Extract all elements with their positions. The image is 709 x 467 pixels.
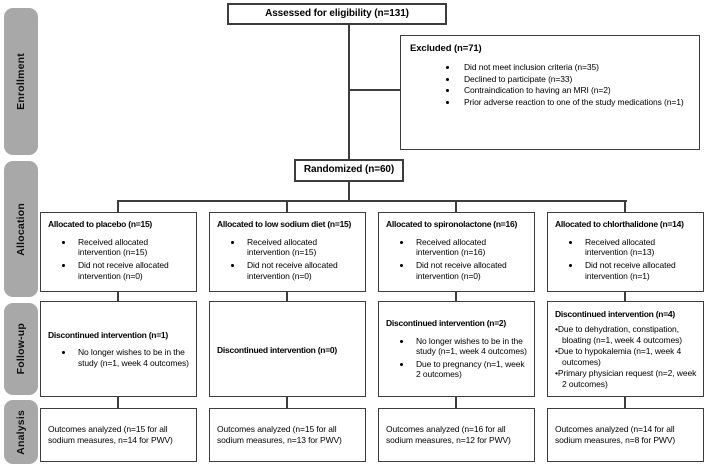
allocation-title: Allocated to low sodium diet (n=15) <box>217 219 352 229</box>
analysis-text: Outcomes analyzed (n=16 for all sodium m… <box>386 424 511 445</box>
followup-item: Due to dehydration, constipation, bloati… <box>555 324 697 345</box>
followup-box-placebo: Discontinued intervention (n=1) No longe… <box>40 301 197 397</box>
allocation-list: Received allocated intervention (n=15) D… <box>48 237 190 282</box>
followup-item: No longer wishes to be in the study (n=1… <box>412 336 528 357</box>
analysis-text: Outcomes analyzed (n=15 for all sodium m… <box>48 424 173 445</box>
connector-to-excluded <box>350 89 400 91</box>
analysis-box-low-sodium: Outcomes analyzed (n=15 for all sodium m… <box>209 408 366 462</box>
branch-drop-arm2 <box>286 202 288 212</box>
allocation-item: Did not receive allocated intervention (… <box>581 260 697 281</box>
excluded-title: Excluded (n=71) <box>410 43 482 54</box>
followup-item: No longer wishes to be in the study (n=1… <box>74 347 190 368</box>
allocation-title: Allocated to spironolactone (n=16) <box>386 219 518 229</box>
analysis-box-chlorthalidone: Outcomes analyzed (n=14 for all sodium m… <box>547 408 704 462</box>
allocation-title: Allocated to chlorthalidone (n=14) <box>555 219 684 229</box>
excluded-item: Prior adverse reaction to one of the stu… <box>458 97 691 108</box>
branch-drop-arm1 <box>117 202 119 212</box>
allocation-list: Received allocated intervention (n=16) D… <box>386 237 528 282</box>
stage-bar-allocation: Allocation <box>4 161 38 297</box>
connector-fu-an-arm1 <box>117 397 119 408</box>
allocation-box-low-sodium: Allocated to low sodium diet (n=15) Rece… <box>209 212 366 292</box>
stage-label-allocation: Allocation <box>15 202 27 256</box>
allocation-item: Did not receive allocated intervention (… <box>74 260 190 281</box>
followup-box-spironolactone: Discontinued intervention (n=2) No longe… <box>378 301 535 397</box>
followup-title: Discontinued intervention (n=1) <box>48 329 168 340</box>
allocation-box-placebo: Allocated to placebo (n=15) Received all… <box>40 212 197 292</box>
followup-title: Discontinued intervention (n=0) <box>217 344 337 355</box>
followup-item: Due to hypokalemia (n=1, week 4 outcomes… <box>555 346 697 367</box>
followup-item: Primary physician request (n=2, week 2 o… <box>555 368 697 389</box>
connector-alloc-fu-arm2 <box>286 292 288 301</box>
analysis-box-placebo: Outcomes analyzed (n=15 for all sodium m… <box>40 408 197 462</box>
connector-alloc-fu-arm3 <box>455 292 457 301</box>
followup-item: Due to pregnancy (n=1, week 2 outcomes) <box>412 359 528 380</box>
assessed-label: Assessed for eligibility (n=131) <box>265 7 409 19</box>
allocation-item: Did not receive allocated intervention (… <box>412 260 528 281</box>
allocation-item: Received allocated intervention (n=15) <box>243 237 359 258</box>
connector-alloc-fu-arm4 <box>624 292 626 301</box>
followup-box-chlorthalidone: Discontinued intervention (n=4) Due to d… <box>547 301 704 397</box>
allocation-title: Allocated to placebo (n=15) <box>48 219 153 229</box>
connector-fu-an-arm3 <box>455 397 457 408</box>
analysis-text: Outcomes analyzed (n=14 for all sodium m… <box>555 424 676 445</box>
allocation-box-chlorthalidone: Allocated to chlorthalidone (n=14) Recei… <box>547 212 704 292</box>
allocation-item: Did not receive allocated intervention (… <box>243 260 359 281</box>
allocation-item: Received allocated intervention (n=13) <box>581 237 697 258</box>
branch-drop-arm3 <box>455 202 457 212</box>
followup-list: Due to dehydration, constipation, bloati… <box>555 324 697 391</box>
stage-label-analysis: Analysis <box>15 409 27 455</box>
followup-title: Discontinued intervention (n=2) <box>386 317 506 328</box>
followup-box-low-sodium: Discontinued intervention (n=0) <box>209 301 366 397</box>
stage-label-enrollment: Enrollment <box>15 53 27 110</box>
connector-fu-an-arm2 <box>286 397 288 408</box>
excluded-item: Contraindication to having an MRI (n=2) <box>458 85 691 96</box>
branch-drop-arm4 <box>624 202 626 212</box>
connector-alloc-fu-arm1 <box>117 292 119 301</box>
followup-list: No longer wishes to be in the study (n=1… <box>386 336 528 383</box>
connector-assessed-to-randomized <box>348 25 350 159</box>
connector-fu-an-arm4 <box>624 397 626 408</box>
allocation-item: Received allocated intervention (n=15) <box>74 237 190 258</box>
allocation-box-spironolactone: Allocated to spironolactone (n=16) Recei… <box>378 212 535 292</box>
allocation-list: Received allocated intervention (n=13) D… <box>555 237 697 282</box>
analysis-box-spironolactone: Outcomes analyzed (n=16 for all sodium m… <box>378 408 535 462</box>
assessed-box: Assessed for eligibility (n=131) <box>227 3 447 25</box>
stage-bar-followup: Follow-up <box>4 303 38 395</box>
excluded-box: Excluded (n=71) Did not meet inclusion c… <box>400 35 700 150</box>
excluded-list: Did not meet inclusion criteria (n=35) D… <box>410 62 691 108</box>
excluded-item: Did not meet inclusion criteria (n=35) <box>458 62 691 73</box>
allocation-item: Received allocated intervention (n=16) <box>412 237 528 258</box>
branch-horizontal-line <box>117 200 627 202</box>
connector-randomized-to-branch <box>348 182 350 200</box>
stage-bar-enrollment: Enrollment <box>4 8 38 155</box>
followup-title: Discontinued intervention (n=4) <box>555 309 675 320</box>
analysis-text: Outcomes analyzed (n=15 for all sodium m… <box>217 424 342 445</box>
randomized-box: Randomized (n=60) <box>294 159 404 182</box>
randomized-label: Randomized (n=60) <box>303 164 395 176</box>
stage-label-followup: Follow-up <box>15 323 27 375</box>
allocation-list: Received allocated intervention (n=15) D… <box>217 237 359 282</box>
stage-bar-analysis: Analysis <box>4 400 38 464</box>
excluded-item: Declined to participate (n=33) <box>458 74 691 85</box>
followup-list: No longer wishes to be in the study (n=1… <box>48 347 190 370</box>
